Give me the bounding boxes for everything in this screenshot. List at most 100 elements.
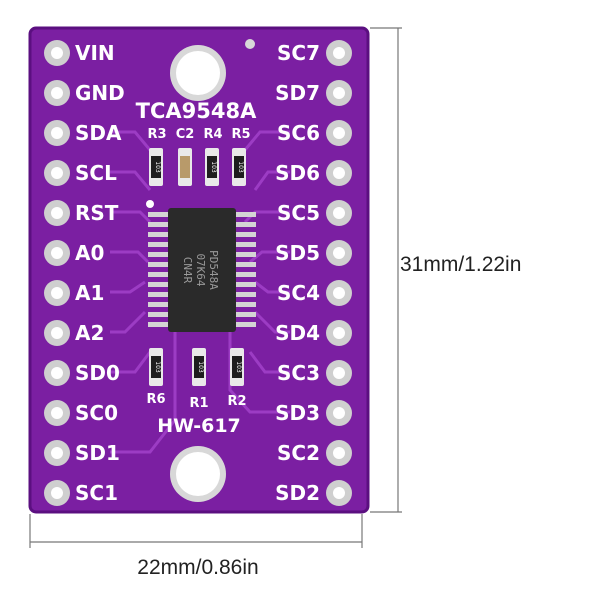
ic-leg-left	[148, 272, 168, 277]
pin-label-right: SC4	[277, 281, 320, 305]
pin-pad-right-hole	[333, 127, 345, 139]
ic-leg-left	[148, 242, 168, 247]
pin-pad-left-hole	[51, 247, 63, 259]
resistor-code: 103	[210, 161, 217, 173]
pin-pad-left-hole	[51, 447, 63, 459]
component-label-r6: R6	[146, 392, 165, 407]
ic-leg-left	[148, 222, 168, 227]
pin-pad-right-hole	[333, 207, 345, 219]
pin-pad-right-hole	[333, 407, 345, 419]
pin-label-left: SDA	[75, 121, 122, 145]
pin-pad-left-hole	[51, 407, 63, 419]
pin-label-right: SD6	[275, 161, 320, 185]
pin-pad-right-hole	[333, 367, 345, 379]
pin-pad-right-hole	[333, 487, 345, 499]
width-dimension	[29, 514, 363, 548]
pcb-traces	[110, 130, 290, 454]
ic-leg-right	[236, 262, 256, 267]
ic-leg-right	[236, 242, 256, 247]
ic-leg-right	[236, 232, 256, 237]
resistor-code: 103	[154, 161, 161, 173]
ic-leg-right	[236, 292, 256, 297]
pin-pad-right-hole	[333, 47, 345, 59]
width-dimension-label: 22mm/0.86in	[137, 556, 258, 579]
component-label-r4: R4	[203, 127, 222, 142]
pin-label-right: SC7	[277, 41, 320, 65]
component-label-r3: R3	[147, 127, 166, 142]
resistor-code: 103	[235, 361, 242, 373]
ic-leg-left	[148, 312, 168, 317]
pin-pad-right-hole	[333, 327, 345, 339]
ic-leg-right	[236, 252, 256, 257]
pin-label-right: SC2	[277, 441, 320, 465]
ic-leg-left	[148, 232, 168, 237]
pin-label-left: A0	[75, 241, 104, 265]
model-silkscreen: HW-617	[157, 415, 241, 437]
pin-label-right: SC5	[277, 201, 320, 225]
pin-pad-left-hole	[51, 87, 63, 99]
ic-leg-left	[148, 252, 168, 257]
pin-label-right: SD3	[275, 401, 320, 425]
pin-pad-right-hole	[333, 87, 345, 99]
pin-label-right: SD7	[275, 81, 320, 105]
pin-pad-left-hole	[51, 367, 63, 379]
pin-label-left: SC1	[75, 481, 118, 505]
ic-leg-left	[148, 262, 168, 267]
pin-pad-right-hole	[333, 447, 345, 459]
pin-label-left: RST	[75, 201, 119, 225]
component-label-c2: C2	[176, 127, 195, 142]
pin-label-left: VIN	[75, 41, 115, 65]
pin-pad-left-hole	[51, 287, 63, 299]
resistor-code: 103	[237, 161, 244, 173]
ic-leg-right	[236, 212, 256, 217]
right-header-pads	[326, 40, 352, 506]
height-dimension-label: 31mm/1.22in	[400, 253, 521, 276]
ic-pins	[148, 212, 256, 327]
pin-label-left: GND	[75, 81, 125, 105]
svg-text:07K64: 07K64	[194, 253, 207, 286]
resistor-code: 103	[197, 361, 204, 373]
ic-leg-left	[148, 282, 168, 287]
ic-pin1-dot	[146, 200, 154, 208]
left-header-pads	[44, 40, 70, 506]
pin-label-right: SD2	[275, 481, 320, 505]
ic-leg-right	[236, 322, 256, 327]
ic-leg-right	[236, 312, 256, 317]
ic-leg-right	[236, 282, 256, 287]
ic-leg-right	[236, 302, 256, 307]
pin-pad-right-hole	[333, 287, 345, 299]
svg-text:CN4R: CN4R	[181, 257, 194, 284]
ic-leg-right	[236, 222, 256, 227]
pin-label-right: SC6	[277, 121, 320, 145]
pin-label-left: SCL	[75, 161, 117, 185]
pin-label-left: SD0	[75, 361, 120, 385]
pin-pad-left-hole	[51, 487, 63, 499]
pin-pad-right-hole	[333, 247, 345, 259]
height-dimension	[370, 27, 402, 513]
pin-pad-left-hole	[51, 127, 63, 139]
pin-pad-right-hole	[333, 167, 345, 179]
pin-label-left: A1	[75, 281, 104, 305]
pin-label-left: A2	[75, 321, 104, 345]
pin-label-right: SC3	[277, 361, 320, 385]
component-label-r1: R1	[189, 396, 208, 411]
ic-leg-left	[148, 322, 168, 327]
ic-leg-right	[236, 272, 256, 277]
pin-label-left: SC0	[75, 401, 118, 425]
ic-marking: PD548A 07K64 CN4R	[181, 250, 220, 290]
pin-pad-left-hole	[51, 207, 63, 219]
ic-leg-left	[148, 302, 168, 307]
component-label-r5: R5	[231, 127, 250, 142]
resistor-code: 103	[154, 361, 161, 373]
pin-pad-left-hole	[51, 47, 63, 59]
pcb-edge-shade	[28, 26, 370, 514]
pin-label-right: SD5	[275, 241, 320, 265]
component-label-r2: R2	[227, 394, 246, 409]
pin-pad-left-hole	[51, 167, 63, 179]
pin-label-right: SD4	[275, 321, 320, 345]
ic-leg-left	[148, 292, 168, 297]
bottom-smd-parts: 103 103 103	[149, 348, 244, 386]
ic-chip	[168, 208, 236, 332]
top-smd-parts: 103 103 103	[149, 148, 246, 186]
